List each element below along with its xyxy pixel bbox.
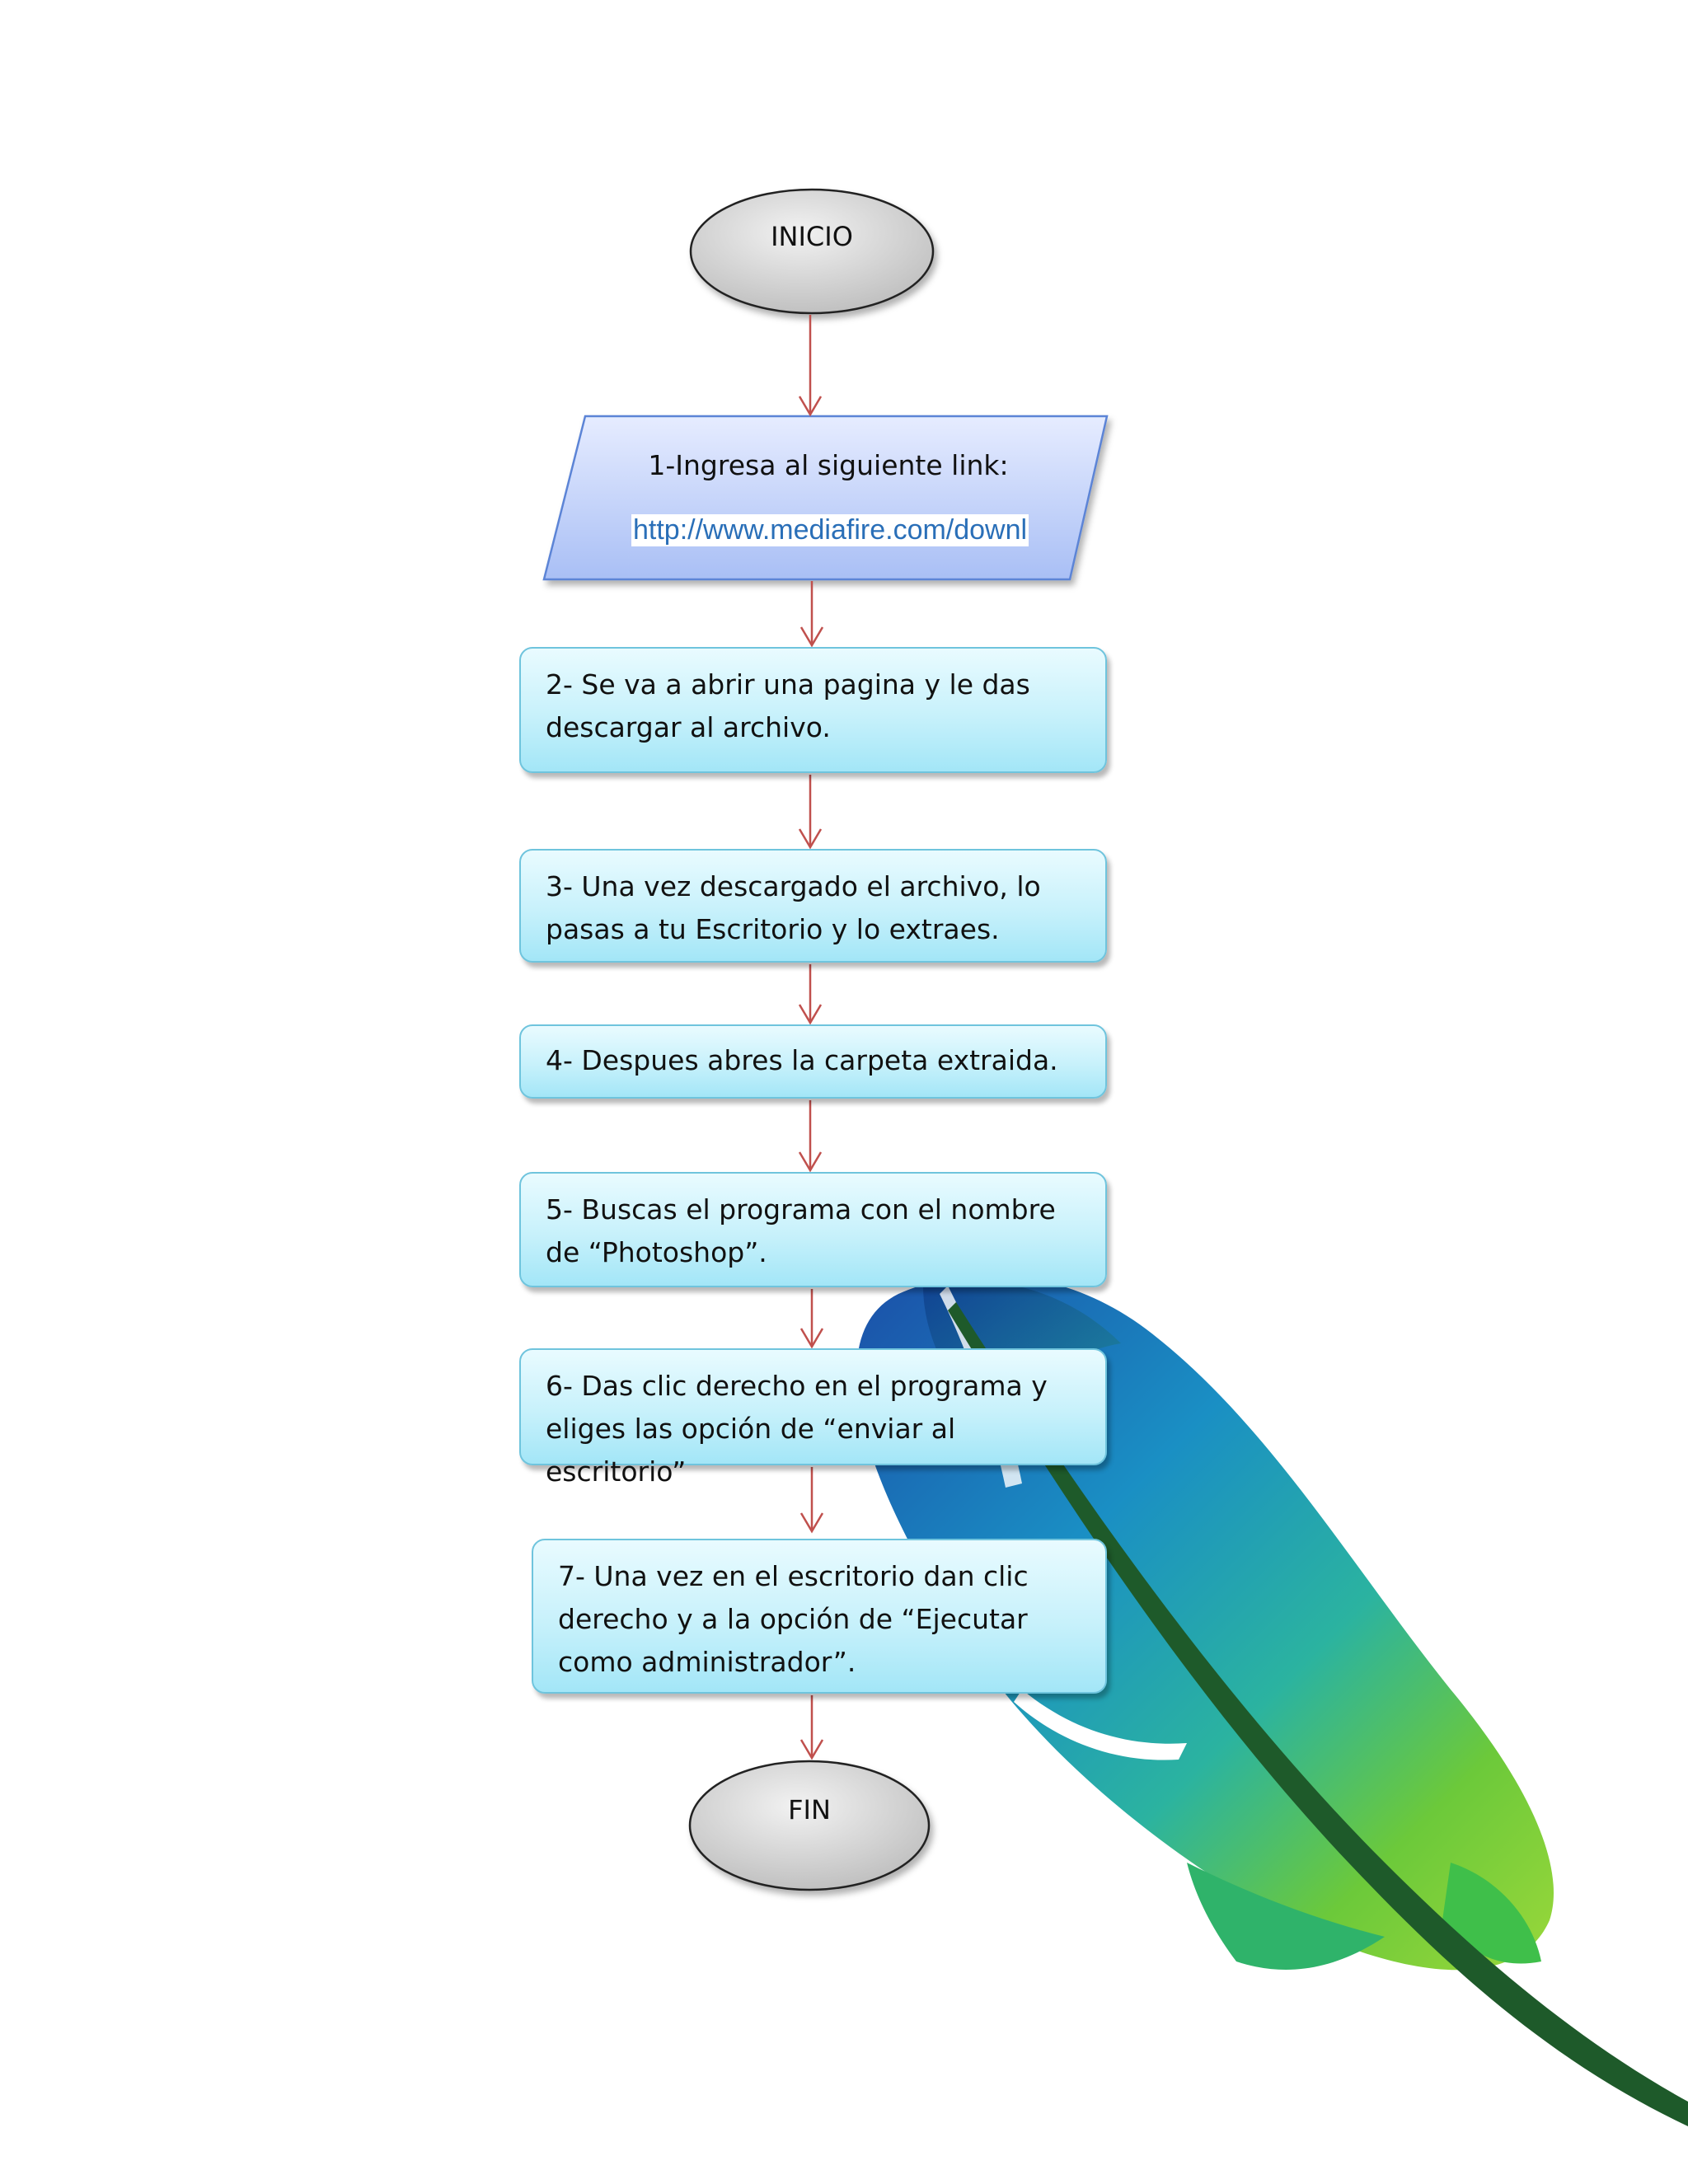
step-2-box: 2- Se va a abrir una pagina y le das des… [519, 647, 1107, 773]
step-6-text: 6- Das clic derecho en el programa y eli… [546, 1370, 1048, 1488]
start-label: INICIO [771, 221, 853, 252]
step-2-text: 2- Se va a abrir una pagina y le das des… [546, 668, 1030, 743]
end-label: FIN [788, 1794, 831, 1825]
start-terminator [689, 188, 935, 315]
end-terminator [688, 1760, 931, 1891]
step-5-box: 5- Buscas el programa con el nombre de “… [519, 1172, 1107, 1287]
step-4-box: 4- Despues abres la carpeta extraida. [519, 1024, 1107, 1099]
arrowhead [798, 828, 823, 850]
step-7-box: 7- Una vez en el escritorio dan clic der… [532, 1539, 1107, 1694]
arrowhead [799, 626, 824, 648]
arrowhead [799, 1739, 824, 1760]
arrowhead [798, 1151, 823, 1173]
download-link[interactable]: http://www.mediafire.com/downl [631, 514, 1029, 546]
input-parallelogram [542, 415, 1109, 581]
step-5-text: 5- Buscas el programa con el nombre de “… [546, 1193, 1056, 1268]
step-6-box: 6- Das clic derecho en el programa y eli… [519, 1348, 1107, 1488]
step-3-box: 3- Una vez descargado el archivo, lo pas… [519, 849, 1107, 963]
step-3-text: 3- Una vez descargado el archivo, lo pas… [546, 870, 1041, 945]
step-4-text: 4- Despues abres la carpeta extraida. [546, 1044, 1058, 1076]
connector-arrows [798, 315, 824, 1760]
arrowhead [798, 1004, 823, 1025]
step-7-text: 7- Una vez en el escritorio dan clic der… [558, 1560, 1029, 1678]
input-step-label: 1-Ingresa al siguiente link: [648, 449, 1009, 481]
arrowhead [798, 396, 823, 417]
arrowhead [799, 1512, 824, 1534]
arrowhead [799, 1328, 824, 1349]
